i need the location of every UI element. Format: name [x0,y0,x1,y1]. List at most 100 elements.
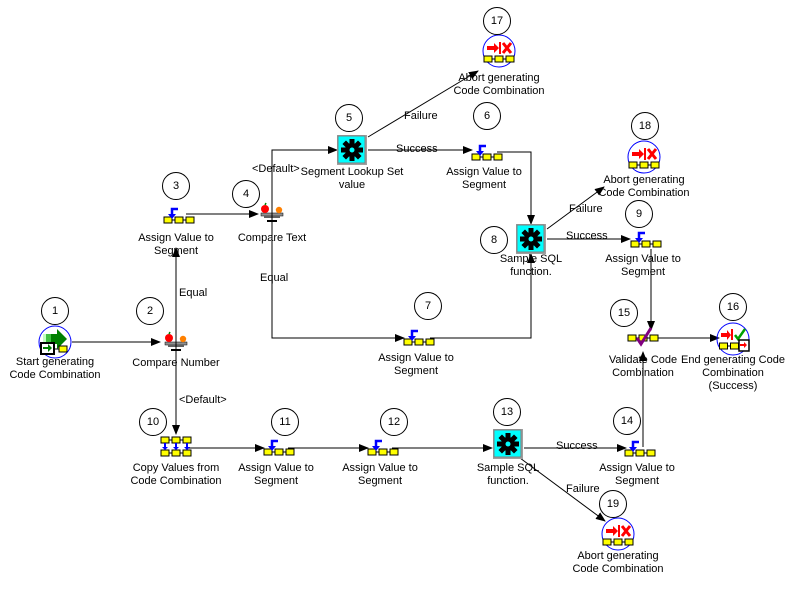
node-2-compare-icon[interactable] [164,331,188,351]
node-8-function-icon[interactable] [516,224,546,254]
node-label-line: Sample SQL [476,462,540,474]
node-7-assign-icon[interactable] [403,329,435,346]
node-label-line: Validate Code [608,354,678,366]
node-number-1: 1 [41,297,69,325]
node-3-assign-icon[interactable] [163,207,195,224]
node-1-start-icon[interactable] [38,325,72,359]
node-12-assign-icon[interactable] [367,439,399,456]
node-number-15: 15 [610,299,638,327]
node-number-14: 14 [613,407,641,435]
node-14-assign-icon[interactable] [624,440,656,457]
edge-7-8[interactable] [430,253,535,339]
edge-label-5-17: Failure [404,110,438,122]
node-number-2: 2 [136,297,164,325]
node-4-compare-icon[interactable] [260,202,284,222]
node-number-19: 19 [599,490,627,518]
edge-13-19[interactable] [519,457,606,522]
node-label-line: Compare Text [237,232,307,244]
node-18-abort-icon[interactable] [627,140,661,174]
node-17-abort-icon[interactable] [482,34,516,68]
node-number-5: 5 [335,104,363,132]
node-number-3: 3 [162,172,190,200]
node-label-line: Code Combination [9,369,101,381]
edge-label-2-10: <Default> [179,394,227,406]
edge-5-17[interactable] [367,70,479,138]
node-label-line: Segment [620,266,666,278]
node-11-assign-icon[interactable] [263,439,295,456]
node-number-13: 13 [493,398,521,426]
edge-label-4-7: Equal [260,272,289,284]
node-number-4: 4 [232,180,260,208]
node-label-line: value [338,179,366,191]
node-19-abort-icon[interactable] [601,517,635,551]
node-label-4[interactable]: Compare Text [238,232,306,245]
node-number-17: 17 [483,7,511,35]
edge-4-5[interactable] [271,146,338,226]
node-number-10: 10 [139,408,167,436]
edge-8-18[interactable] [546,186,605,230]
node-label-line: Sample SQL [499,253,563,265]
node-label-line: Segment [357,475,403,487]
node-number-16: 16 [719,293,747,321]
node-label-line: Segment [614,475,660,487]
node-label-line: Code Combination [453,85,545,97]
node-label-line: Assign Value to [378,352,454,364]
node-label-line: Assign Value to [599,462,675,474]
node-10-copy-icon[interactable] [160,436,192,457]
node-label-line: Abort generating [603,174,685,186]
edge-label-2-3: Equal [179,287,208,299]
node-16-end-icon[interactable] [716,322,750,356]
node-9-assign-icon[interactable] [630,231,662,248]
node-label-line: Assign Value to [238,462,314,474]
node-label-line: Assign Value to [605,253,681,265]
node-label-line: (Success) [708,380,758,392]
icons [38,34,750,551]
node-6-assign-icon[interactable] [471,144,503,161]
node-label-line: Code Combination [572,563,664,575]
node-number-6: 6 [473,102,501,130]
node-label-line: Assign Value to [138,232,214,244]
node-label-line: Compare Number [132,357,220,369]
edge-label-13-19: Failure [566,483,600,495]
edge-label-13-14: Success [556,440,598,452]
node-number-11: 11 [271,408,299,436]
edge-label-4-5: <Default> [252,163,300,175]
edge-label-5-6: Success [396,143,438,155]
edge-4-7[interactable] [271,226,405,342]
node-13-function-icon[interactable] [493,429,523,459]
node-label-line: Abort generating [458,72,540,84]
node-label-line: Segment [253,475,299,487]
node-5-function-icon[interactable] [337,135,367,165]
node-label-line: Copy Values from [132,462,220,474]
edge-6-8[interactable] [497,151,535,225]
edge-label-8-9: Success [566,230,608,242]
node-label-line: Segment [461,179,507,191]
node-15-validate-icon[interactable] [627,327,659,347]
node-label-line: End generating Code [681,354,785,366]
edge-label-8-18: Failure [569,203,603,215]
node-number-18: 18 [631,112,659,140]
node-label-2[interactable]: Compare Number [132,357,219,370]
node-label-line: Combination [702,367,764,379]
node-number-8: 8 [480,226,508,254]
node-number-9: 9 [625,200,653,228]
node-label-line: Segment [153,245,199,257]
